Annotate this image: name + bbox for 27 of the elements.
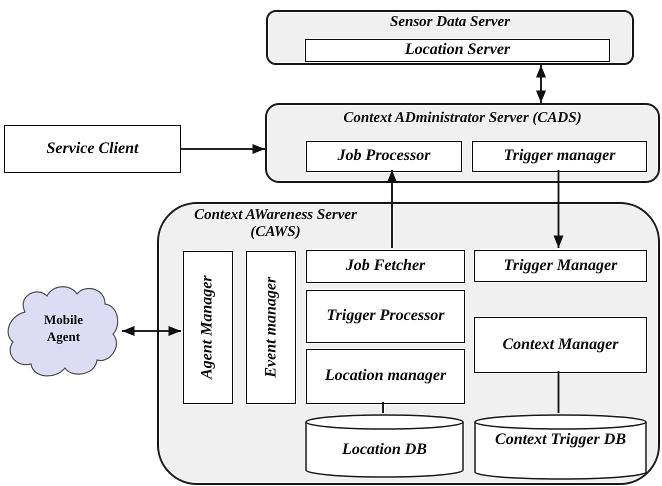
connector-line xyxy=(558,371,560,413)
panel-heading: Context AWareness Server (CAWS) xyxy=(193,207,358,242)
database-label: Location DB xyxy=(340,441,428,460)
component-box: Trigger Processor xyxy=(306,290,465,343)
component-box: Agent Manager xyxy=(183,251,233,404)
server-panel xyxy=(266,10,634,65)
component-box: Trigger manager xyxy=(472,141,647,172)
arrow xyxy=(181,144,265,154)
component-box: Job Processor xyxy=(306,141,462,172)
component-box: Location Server xyxy=(305,39,610,62)
cloud-label: Mobile Agent xyxy=(43,312,84,346)
server-panel xyxy=(265,103,660,183)
component-box: Job Fetcher xyxy=(306,250,465,283)
connector-line xyxy=(382,402,384,413)
panel-heading: Sensor Data Server xyxy=(388,14,511,32)
component-box: Context Manager xyxy=(474,317,647,373)
component-box: Trigger Manager xyxy=(474,250,647,282)
panel-heading: Context ADministrator Server (CADS) xyxy=(342,110,583,128)
component-box: Event manager xyxy=(246,251,296,404)
component-box: Location manager xyxy=(306,349,465,404)
arrow xyxy=(553,170,564,248)
server-panel xyxy=(157,202,660,485)
arrow xyxy=(536,65,546,103)
component-box: Service Client xyxy=(4,125,181,173)
arrow xyxy=(122,326,181,336)
database-label: Context Trigger DB xyxy=(494,431,627,450)
arrow xyxy=(386,170,398,248)
